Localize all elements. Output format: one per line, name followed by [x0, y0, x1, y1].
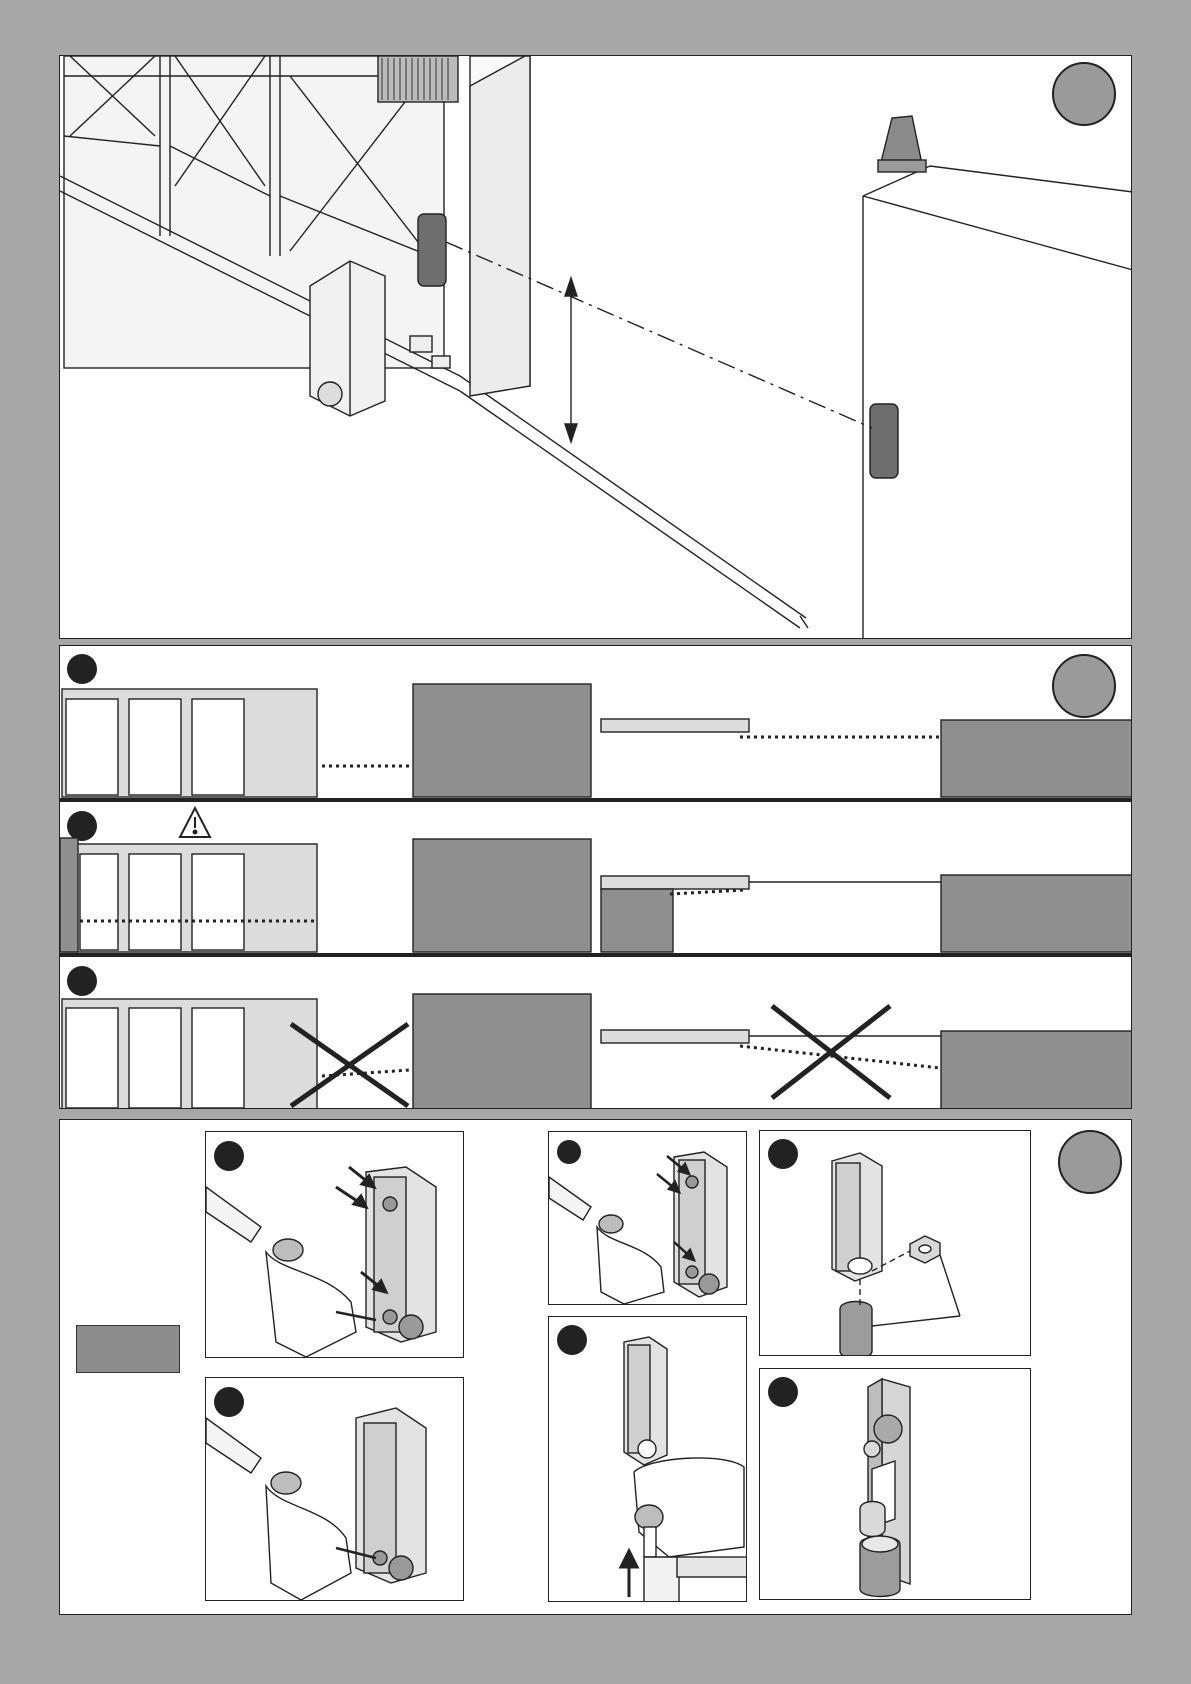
step-4-drawing [549, 1317, 747, 1602]
step-3-drawing [549, 1132, 747, 1305]
installation-overview-panel [59, 55, 1132, 639]
step-1-drawing [206, 1132, 464, 1358]
gate-installation-drawing [60, 56, 1132, 639]
step-4-panel [548, 1316, 747, 1602]
warning-triangle-icon [180, 808, 210, 837]
step-6-panel [759, 1368, 1031, 1600]
label-box [76, 1325, 180, 1373]
step-5-drawing [760, 1131, 1031, 1356]
step-6-drawing [760, 1369, 1031, 1600]
step-1-panel [205, 1131, 464, 1358]
step-2-drawing [206, 1378, 464, 1601]
step-5-panel [759, 1130, 1031, 1356]
alignment-examples-panel [59, 645, 1132, 1109]
alignment-drawing [60, 646, 1132, 1109]
mounting-steps-panel [59, 1119, 1132, 1615]
step-3-panel [548, 1131, 747, 1305]
figure-badge-3 [1058, 1130, 1122, 1194]
step-2-panel [205, 1377, 464, 1601]
